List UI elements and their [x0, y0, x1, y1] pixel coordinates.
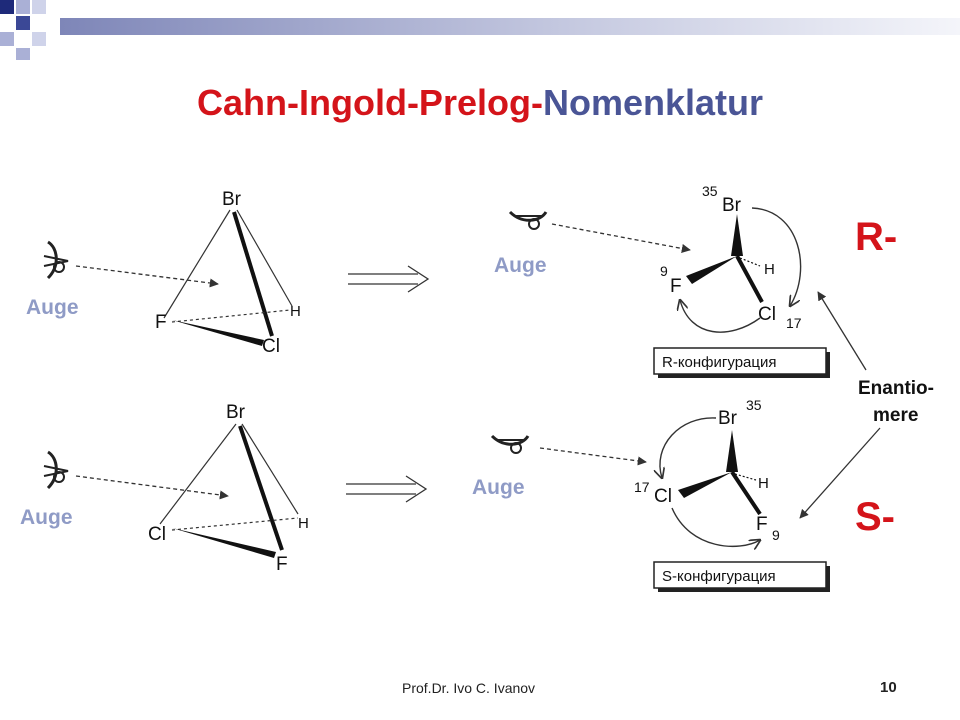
projection-bottom: [660, 417, 760, 546]
view-arrow-bottom-left: [75, 475, 229, 500]
iso-bottom-f: 9: [772, 527, 780, 543]
footer-author: Prof.Dr. Ivo C. Ivanov: [402, 680, 536, 696]
iso-bottom-cl: 17: [634, 479, 650, 495]
view-arrow-top-right: [551, 223, 691, 253]
atom-proj-top-br: Br: [722, 195, 742, 216]
implies-arrow-top: [348, 265, 430, 293]
title-part-red: Cahn-Ingold-Prelog-: [196, 82, 543, 123]
atom-bottom-br: Br: [226, 402, 246, 423]
page-title: Cahn-Ingold-Prelog-Nomenklatur: [0, 82, 960, 124]
iso-top-cl: 17: [786, 315, 802, 331]
atom-proj-bottom-cl: Cl: [654, 486, 672, 507]
atom-proj-top-f: F: [670, 276, 682, 297]
auge-label-bottom-left: Auge: [20, 506, 73, 529]
eye-icon-top-right: [508, 210, 548, 230]
view-arrow-top-left: [75, 265, 219, 288]
projection-top: [680, 207, 802, 333]
iso-top-f: 9: [660, 263, 668, 279]
corner-squares-decoration: [0, 0, 46, 60]
config-box-r: [653, 347, 830, 378]
config-label-r: R-конфигурация: [662, 354, 777, 371]
atom-proj-bottom-br: Br: [718, 408, 738, 429]
enantiomer-arrow-down: [799, 427, 881, 519]
eye-icon-bottom-left: [43, 450, 69, 490]
descriptor-r: R-: [855, 215, 897, 259]
enantiomer-label-line1: Enantio-: [858, 378, 934, 399]
iso-bottom-br: 35: [746, 397, 762, 413]
atom-top-br: Br: [222, 189, 242, 210]
page-number: 10: [880, 679, 897, 696]
eye-icon-bottom-right: [490, 434, 530, 454]
atom-bottom-cl: Cl: [148, 524, 166, 545]
descriptor-s: S-: [855, 495, 895, 539]
enantiomer-arrow-up: [817, 291, 867, 371]
auge-label-bottom-right: Auge: [472, 476, 525, 499]
config-label-s: S-конфигурация: [662, 568, 776, 585]
enantiomer-label-line2: mere: [873, 405, 918, 426]
auge-label-top-right: Auge: [494, 254, 547, 277]
atom-proj-bottom-f: F: [756, 514, 768, 535]
tetrahedron-bottom: [159, 423, 299, 558]
eye-icon-top-left: [43, 240, 69, 280]
header-gradient-bar: [60, 18, 960, 35]
config-box-s: [653, 561, 830, 592]
atom-bottom-f: F: [276, 554, 288, 575]
tetrahedron-top: [163, 209, 293, 346]
atom-bottom-h: H: [298, 515, 309, 532]
atom-top-cl: Cl: [262, 336, 280, 357]
view-arrow-bottom-right: [539, 447, 647, 466]
atom-proj-top-h: H: [764, 261, 775, 278]
implies-arrow-bottom: [346, 475, 428, 503]
iso-top-br: 35: [702, 183, 718, 199]
atom-top-f: F: [155, 312, 167, 333]
auge-label-top-left: Auge: [26, 296, 79, 319]
atom-proj-top-cl: Cl: [758, 304, 776, 325]
atom-top-h: H: [290, 303, 301, 320]
atom-proj-bottom-h: H: [758, 475, 769, 492]
title-part-blue: Nomenklatur: [542, 82, 763, 123]
